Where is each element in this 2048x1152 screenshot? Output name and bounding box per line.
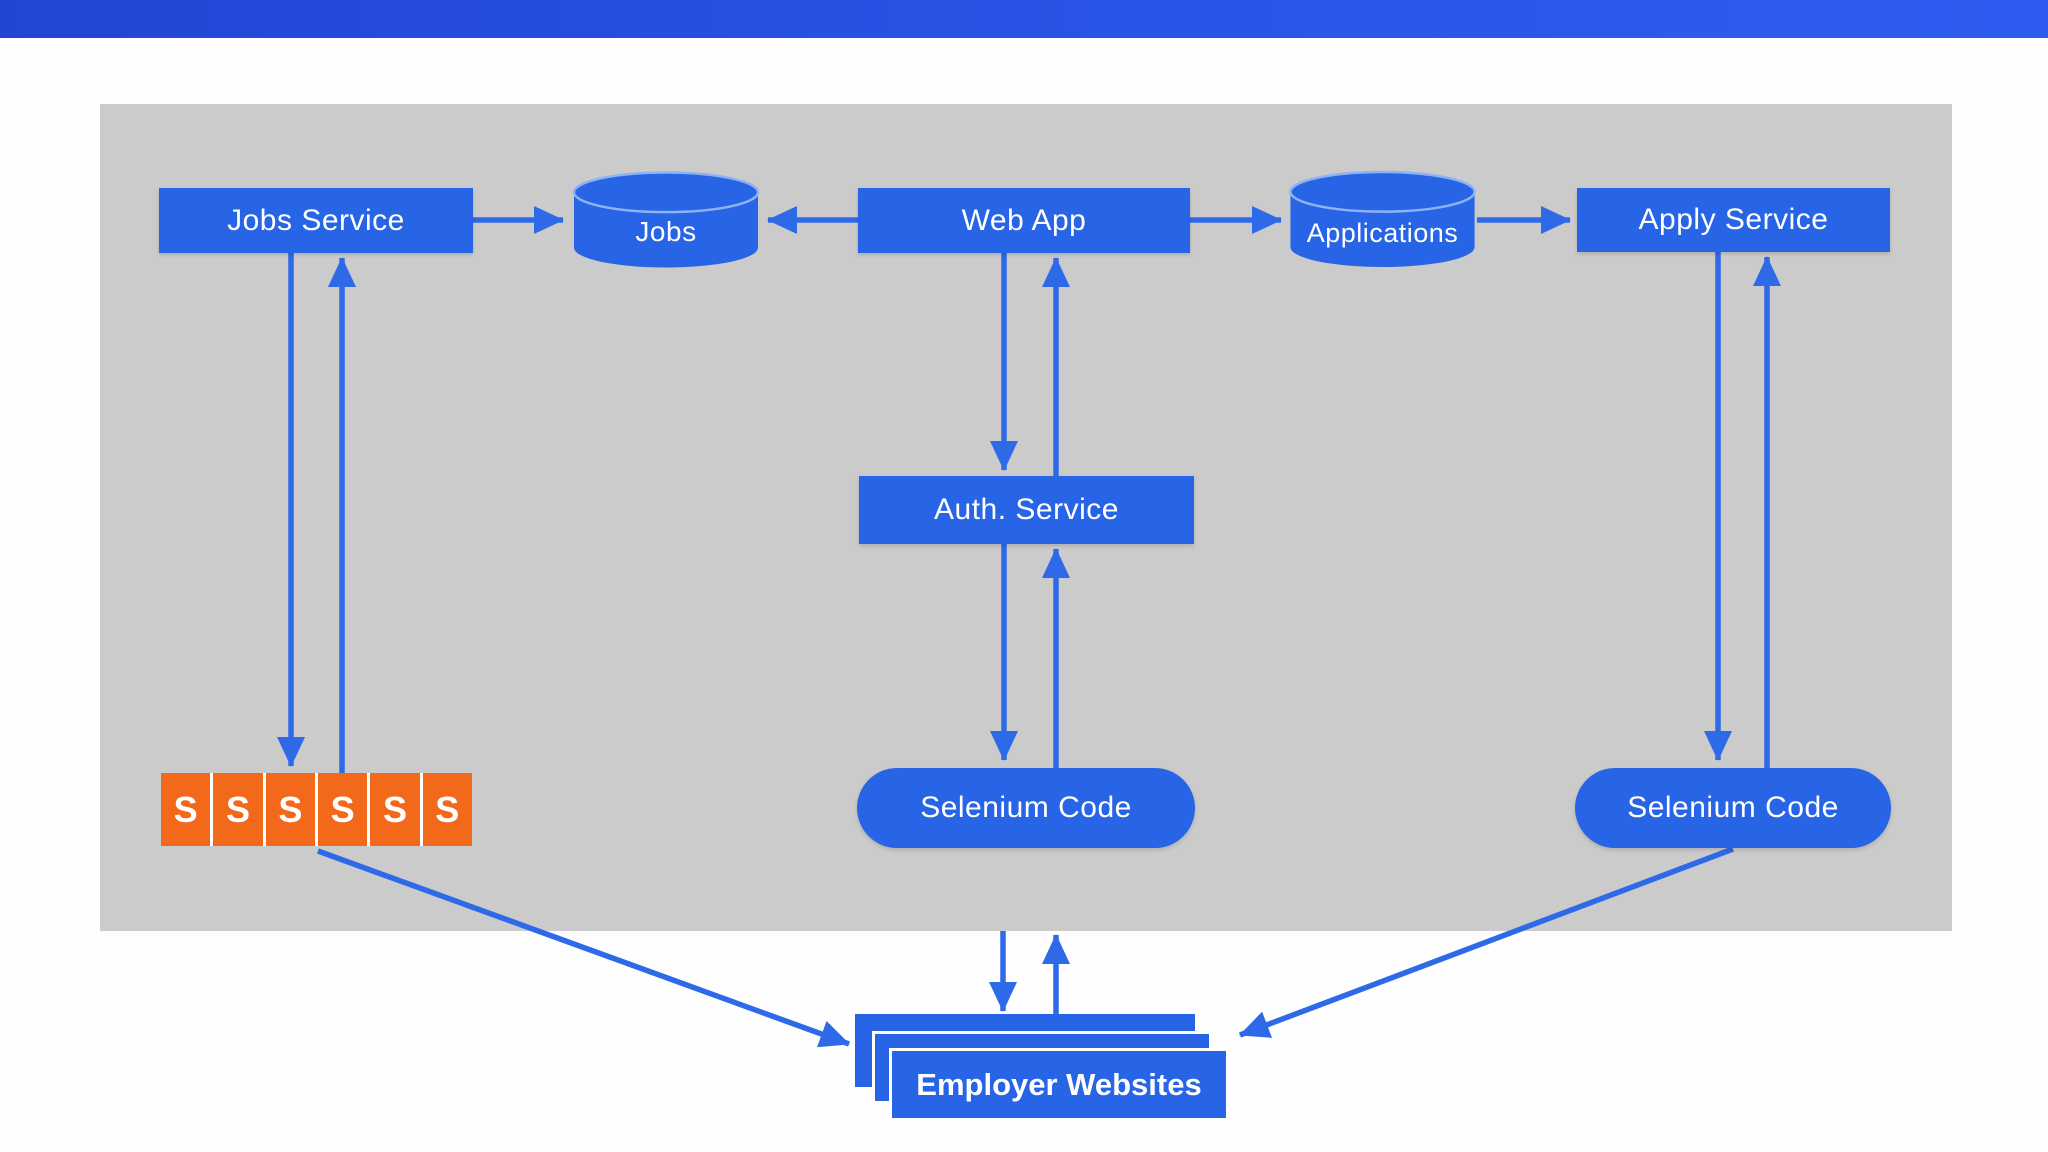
node-auth-service: Auth. Service bbox=[859, 476, 1194, 544]
node-jobs-service-label: Jobs Service bbox=[227, 203, 405, 237]
scraper-cell-label: S bbox=[382, 788, 407, 830]
top-accent-bar bbox=[0, 0, 2048, 38]
node-employer-websites-label: Employer Websites bbox=[916, 1066, 1202, 1102]
node-selenium-code-right: Selenium Code bbox=[1575, 768, 1891, 848]
node-auth-service-label: Auth. Service bbox=[934, 493, 1119, 526]
scraper-cell-label: S bbox=[330, 788, 355, 830]
node-apply-service: Apply Service bbox=[1577, 188, 1890, 252]
node-applications-database: Applications bbox=[1288, 170, 1477, 269]
scraper-cell-label: S bbox=[225, 788, 250, 830]
employer-websites-card-front: Employer Websites bbox=[889, 1048, 1229, 1121]
scraper-cell: S bbox=[161, 773, 211, 846]
scraper-cells-row: S S S S S S bbox=[161, 773, 472, 846]
node-selenium-code-right-label: Selenium Code bbox=[1627, 791, 1839, 824]
node-employer-websites-stack: Employer Websites bbox=[855, 1014, 1235, 1124]
scraper-cell-label: S bbox=[173, 788, 198, 830]
scraper-cell: S bbox=[210, 773, 263, 846]
scraper-cell: S bbox=[367, 773, 420, 846]
scraper-cell: S bbox=[262, 773, 315, 846]
scraper-cell-label: S bbox=[435, 788, 460, 830]
node-apply-service-label: Apply Service bbox=[1638, 203, 1829, 236]
node-jobs-database: Jobs bbox=[572, 170, 760, 270]
database-cylinder-icon bbox=[572, 171, 760, 268]
node-applications-database-label: Applications bbox=[1306, 218, 1459, 248]
node-web-app-label: Web App bbox=[961, 203, 1087, 237]
node-web-app: Web App bbox=[858, 188, 1190, 253]
node-selenium-code-center-label: Selenium Code bbox=[920, 791, 1132, 824]
node-jobs-service: Jobs Service bbox=[159, 188, 473, 253]
node-jobs-database-label: Jobs bbox=[635, 216, 697, 247]
node-selenium-code-center: Selenium Code bbox=[857, 768, 1195, 848]
scraper-cell-label: S bbox=[278, 788, 303, 830]
database-cylinder-icon bbox=[1289, 170, 1476, 268]
scraper-cell: S bbox=[314, 773, 368, 846]
scraper-cell: S bbox=[419, 773, 472, 846]
